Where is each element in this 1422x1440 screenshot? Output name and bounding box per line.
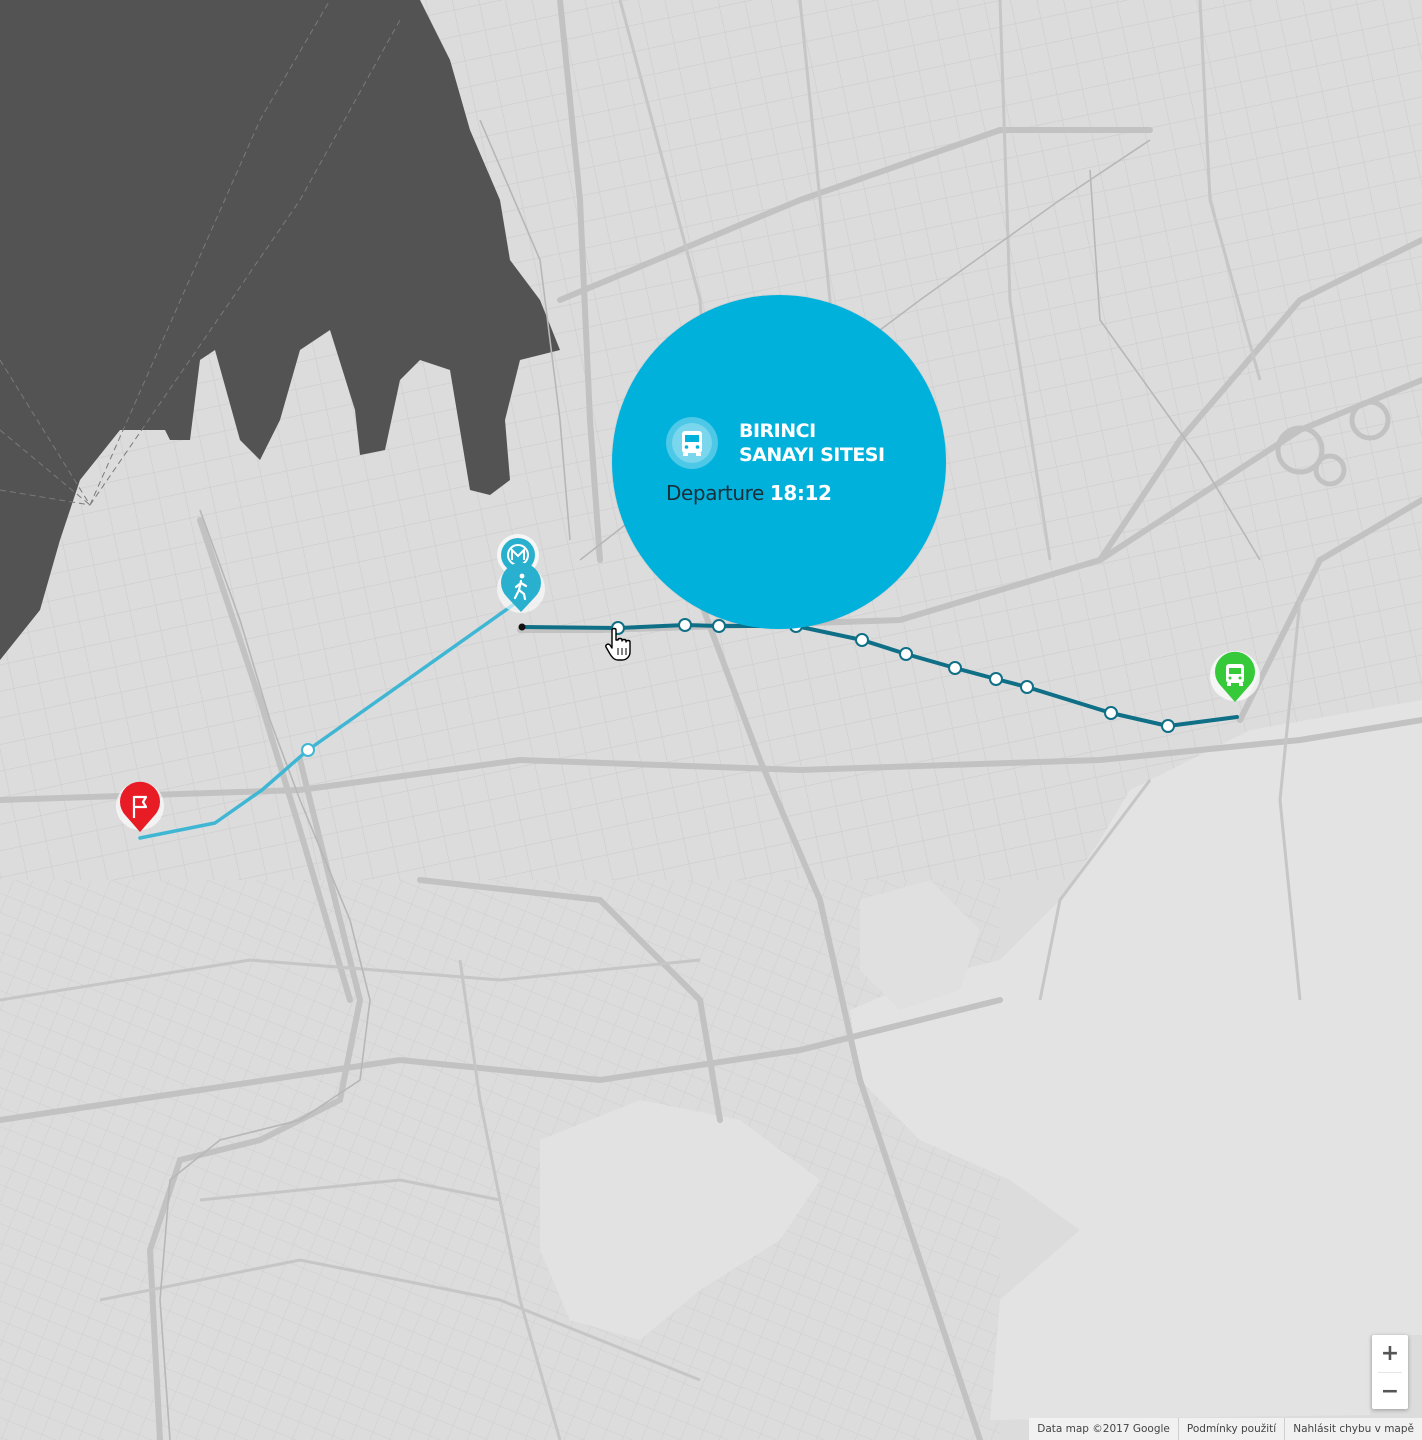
- zoom-divider: [1378, 1372, 1402, 1373]
- stop-popup-bg: [612, 295, 946, 629]
- zoom-out-button[interactable]: −: [1372, 1373, 1408, 1410]
- park-mid: [860, 880, 980, 1010]
- transfer-point: [518, 623, 526, 631]
- bus-stop-marker: [855, 633, 869, 647]
- stop-name: BIRINCI SANAYI SITESI: [739, 419, 929, 467]
- bus-icon: [682, 431, 702, 456]
- bus-stop-marker: [1161, 719, 1175, 733]
- stop-name-line1: BIRINCI: [739, 420, 816, 442]
- ferry-lines: [0, 0, 401, 506]
- bus-icon: [1226, 664, 1244, 686]
- park-east: [850, 700, 1422, 1420]
- bus-stop-marker: [678, 618, 692, 632]
- park-south: [540, 1100, 820, 1340]
- departure-label: Departure: [666, 481, 770, 505]
- street-texture-south: [0, 880, 1000, 1440]
- hand-pointer-icon: [605, 627, 631, 661]
- water-bay: [0, 0, 560, 660]
- flag-icon: [132, 795, 148, 818]
- walk-start-pin[interactable]: [497, 562, 545, 613]
- map-attribution: Data map ©2017 Google Podmínky použití N…: [1029, 1418, 1422, 1440]
- bus-route-stops[interactable]: [611, 618, 1175, 733]
- attribution-data: Data map ©2017 Google: [1037, 1423, 1170, 1435]
- departure-info: Departure 18:12: [666, 481, 832, 505]
- walk-route-line: [138, 598, 522, 840]
- walking-person-icon: [513, 573, 528, 601]
- attribution-terms-link[interactable]: Podmínky použití: [1177, 1418, 1284, 1440]
- bus-stop-marker: [948, 661, 962, 675]
- attribution-report-link[interactable]: Nahlásit chybu v mapě: [1284, 1418, 1422, 1440]
- stop-popup[interactable]: BIRINCI SANAYI SITESI Departure 18:12: [612, 295, 946, 629]
- walk-route-waypoint[interactable]: [301, 743, 315, 757]
- bus-stop-marker: [1020, 680, 1034, 694]
- bus-stop-marker: [712, 619, 726, 633]
- departure-time: 18:12: [769, 481, 832, 505]
- zoom-in-button[interactable]: +: [1372, 1335, 1408, 1372]
- bus-stop-marker: [899, 647, 913, 661]
- zoom-controls: + −: [1372, 1335, 1408, 1409]
- destination-pin[interactable]: [1210, 651, 1260, 702]
- stop-name-line2: SANAYI SITESI: [739, 444, 885, 466]
- interchange: [1275, 399, 1391, 487]
- origin-pin[interactable]: [116, 781, 164, 832]
- bus-stop-marker: [1104, 706, 1118, 720]
- bus-stop-marker: [989, 672, 1003, 686]
- popup-bus-icon: [666, 417, 718, 469]
- rail-lines: [159, 119, 1261, 1440]
